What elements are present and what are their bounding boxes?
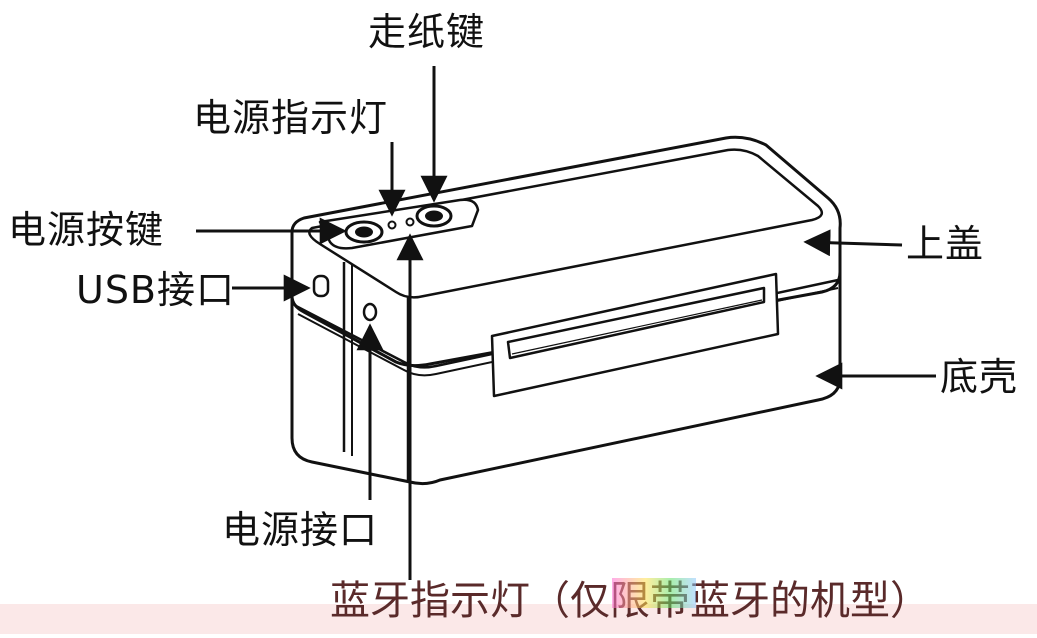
- footer-band: [0, 604, 1037, 634]
- label-top-cover: 上盖: [906, 222, 985, 266]
- cover-base-seam-2: [297, 287, 839, 377]
- bluetooth-led-dot: [405, 217, 415, 227]
- printer-body: [290, 135, 842, 486]
- label-feed-key: 走纸键: [368, 10, 486, 54]
- label-dc-port: 电源接口: [222, 508, 379, 552]
- callout-arrows: [196, 66, 936, 580]
- label-power-led: 电源指示灯: [193, 96, 389, 140]
- power-led-dot: [387, 220, 397, 230]
- watermark-badge: [612, 578, 696, 608]
- feed-key-inner: [425, 210, 443, 222]
- power-key-inner: [355, 226, 373, 238]
- usb-port: [312, 274, 330, 298]
- label-base-shell: 底壳: [940, 355, 1019, 399]
- label-power-key: 电源按键: [8, 208, 165, 252]
- label-usb-port: USB接口: [76, 268, 236, 312]
- arrow-top-cover: [803, 229, 903, 257]
- paper-slot-teeth: [511, 299, 763, 355]
- cover-base-seam: [295, 278, 839, 369]
- dc-port: [362, 302, 378, 322]
- top-cover-rim: [308, 148, 824, 299]
